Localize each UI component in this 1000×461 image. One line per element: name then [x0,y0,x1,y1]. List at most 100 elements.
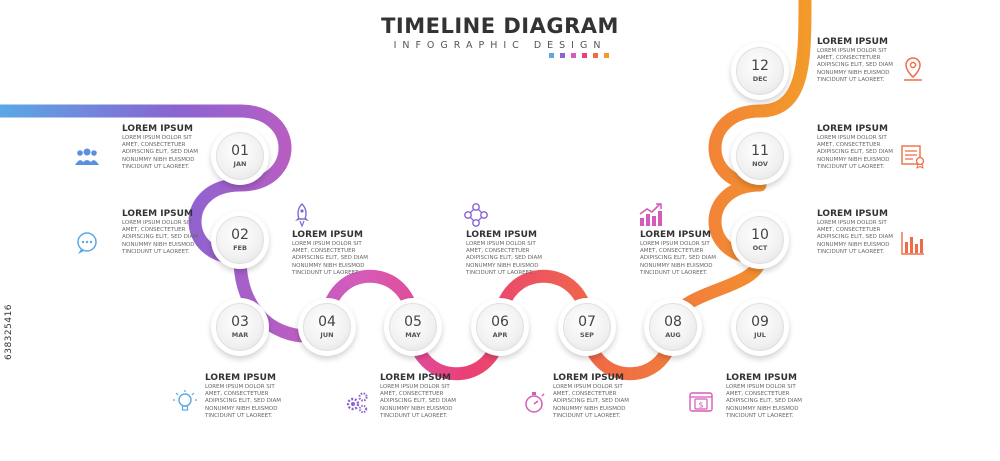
milestone-04: 04 JUN [298,298,356,356]
certificate-icon [900,143,926,169]
milestone-body: LOREM IPSUM DOLOR SIT AMET, CONSECTETUER… [380,384,456,419]
milestone-badge: 07 SEP [563,303,611,351]
milestone-number: 11 [751,143,769,159]
milestone-text: LOREM IPSUM LOREM IPSUM DOLOR SIT AMET, … [122,209,210,256]
milestone-body: LOREM IPSUM DOLOR SIT AMET, CONSECTETUER… [817,220,893,255]
milestone-text: LOREM IPSUM LOREM IPSUM DOLOR SIT AMET, … [817,209,905,256]
milestone-body: LOREM IPSUM DOLOR SIT AMET, CONSECTETUER… [817,48,893,83]
milestone-number: 06 [491,314,509,330]
milestone-badge: 09 JUL [736,303,784,351]
milestone-11: 11 NOV [731,127,789,185]
stopwatch-icon [521,389,547,415]
milestone-number: 08 [664,314,682,330]
milestone-heading: LOREM IPSUM [640,230,711,240]
milestone-body: LOREM IPSUM DOLOR SIT AMET, CONSECTETUER… [817,135,893,170]
milestone-text: LOREM IPSUM LOREM IPSUM DOLOR SIT AMET, … [817,37,905,84]
page-subtitle: INFOGRAPHIC DESIGN [393,40,607,51]
milestone-heading: LOREM IPSUM [380,373,451,383]
milestone-number: 07 [578,314,596,330]
milestone-12: 12 DEC [731,42,789,100]
milestone-badge: 04 JUN [303,303,351,351]
milestone-05: 05 MAY [384,298,442,356]
payment-icon: $ [688,389,714,415]
milestone-heading: LOREM IPSUM [726,373,797,383]
milestone-text: LOREM IPSUM LOREM IPSUM DOLOR SIT AMET, … [817,124,905,171]
milestone-heading: LOREM IPSUM [817,209,888,219]
color-swatch [582,53,587,58]
milestone-number: 12 [751,58,769,74]
milestone-badge: 12 DEC [736,47,784,95]
milestone-number: 01 [231,143,249,159]
milestone-number: 10 [751,227,769,243]
milestone-body: LOREM IPSUM DOLOR SIT AMET, CONSECTETUER… [205,384,281,419]
header: TIMELINE DIAGRAM INFOGRAPHIC DESIGN [0,14,1000,51]
rocket-icon [289,202,315,228]
page-title: TIMELINE DIAGRAM [381,14,619,38]
growth-chart-icon [637,202,663,228]
network-icon [463,202,489,228]
milestone-heading: LOREM IPSUM [122,124,193,134]
milestone-badge: 03 MAR [216,303,264,351]
milestone-number: 05 [404,314,422,330]
milestone-02: 02 FEB [211,211,269,269]
milestone-text: LOREM IPSUM LOREM IPSUM DOLOR SIT AMET, … [205,373,293,420]
milestone-10: 10 OCT [731,211,789,269]
milestone-month: JUN [320,331,334,339]
color-swatch [593,53,598,58]
color-swatch [571,53,576,58]
location-pin-icon [900,56,926,82]
lightbulb-icon [172,389,198,415]
milestone-month: DEC [752,75,768,83]
milestone-heading: LOREM IPSUM [553,373,624,383]
milestone-body: LOREM IPSUM DOLOR SIT AMET, CONSECTETUER… [292,241,368,276]
milestone-body: LOREM IPSUM DOLOR SIT AMET, CONSECTETUER… [122,220,198,255]
milestone-month: MAR [231,331,249,339]
milestone-01: 01 JAN [211,127,269,185]
milestone-heading: LOREM IPSUM [466,230,537,240]
milestone-heading: LOREM IPSUM [817,124,888,134]
milestone-month: MAY [405,331,421,339]
milestone-text: LOREM IPSUM LOREM IPSUM DOLOR SIT AMET, … [292,230,380,277]
milestone-badge: 01 JAN [216,132,264,180]
gears-icon [344,389,370,415]
milestone-badge: 05 MAY [389,303,437,351]
milestone-number: 09 [751,314,769,330]
milestone-number: 04 [318,314,336,330]
milestone-body: LOREM IPSUM DOLOR SIT AMET, CONSECTETUER… [726,384,802,419]
milestone-month: AUG [665,331,681,339]
milestone-heading: LOREM IPSUM [122,209,193,219]
milestone-month: OCT [752,244,768,252]
milestone-body: LOREM IPSUM DOLOR SIT AMET, CONSECTETUER… [640,241,716,276]
milestone-03: 03 MAR [211,298,269,356]
milestone-09: 09 JUL [731,298,789,356]
color-swatch [560,53,565,58]
milestone-badge: 06 APR [476,303,524,351]
stock-id: 638325416 [4,303,14,360]
color-swatch [549,53,554,58]
milestone-heading: LOREM IPSUM [205,373,276,383]
milestone-number: 02 [231,227,249,243]
milestone-text: LOREM IPSUM LOREM IPSUM DOLOR SIT AMET, … [380,373,468,420]
chat-bubble-icon [74,230,100,256]
milestone-number: 03 [231,314,249,330]
milestone-month: APR [492,331,508,339]
milestone-heading: LOREM IPSUM [292,230,363,240]
milestone-text: LOREM IPSUM LOREM IPSUM DOLOR SIT AMET, … [726,373,814,420]
milestone-text: LOREM IPSUM LOREM IPSUM DOLOR SIT AMET, … [466,230,554,277]
milestone-month: JAN [233,160,247,168]
milestone-heading: LOREM IPSUM [817,37,888,47]
milestone-month: JUL [754,331,766,339]
milestone-06: 06 APR [471,298,529,356]
milestone-07: 07 SEP [558,298,616,356]
milestone-body: LOREM IPSUM DOLOR SIT AMET, CONSECTETUER… [466,241,542,276]
milestone-badge: 02 FEB [216,216,264,264]
people-icon [74,143,100,169]
milestone-text: LOREM IPSUM LOREM IPSUM DOLOR SIT AMET, … [122,124,210,171]
milestone-month: NOV [752,160,768,168]
color-swatch [604,53,609,58]
milestone-body: LOREM IPSUM DOLOR SIT AMET, CONSECTETUER… [122,135,198,170]
milestone-month: SEP [580,331,594,339]
svg-text:$: $ [698,401,703,410]
milestone-body: LOREM IPSUM DOLOR SIT AMET, CONSECTETUER… [553,384,629,419]
bar-chart-icon [900,230,926,256]
